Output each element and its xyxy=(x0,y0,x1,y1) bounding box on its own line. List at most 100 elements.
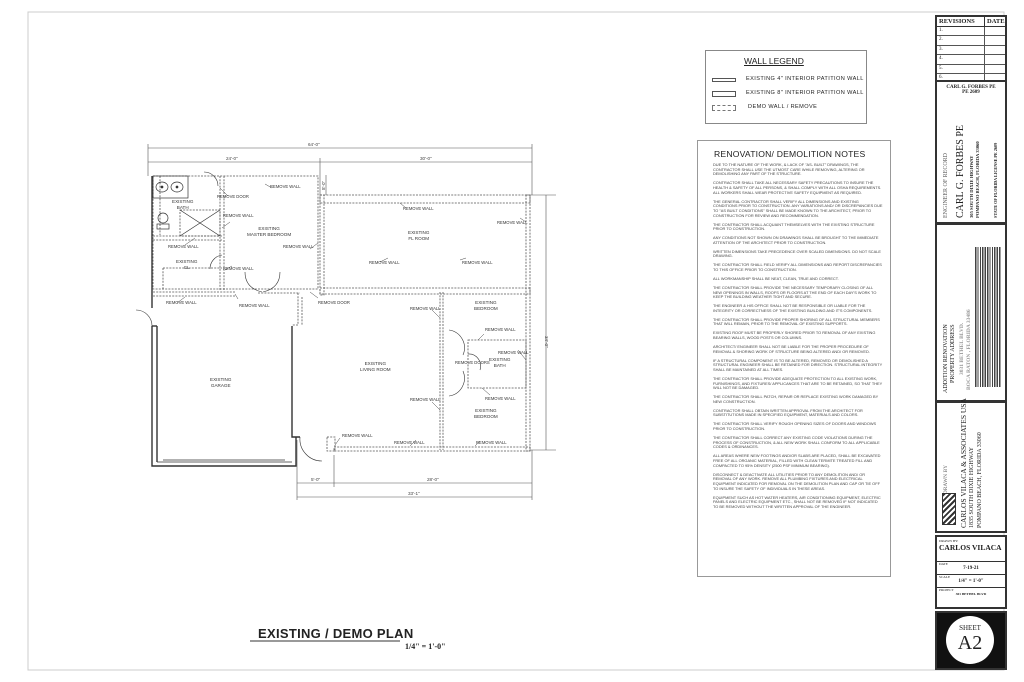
note-item: THE CONTRACTOR SHALL ACQUAINT THEMSELVES… xyxy=(713,221,875,232)
leader-lines xyxy=(176,183,527,447)
remove-wall-note: REMOVE WALL xyxy=(410,397,441,402)
note-item: THE CONTRACTOR SHALL VERIFY ROUGH OPENIN… xyxy=(713,421,877,432)
date-label: DATE xyxy=(939,562,948,566)
legend-item: EXISTING 4" INTERIOR PATITION WALL xyxy=(746,76,864,82)
drawing-title: EXISTING / DEMO PLAN xyxy=(258,626,414,641)
revision-number: 1. xyxy=(937,27,985,36)
remove-wall-note: REMOVE WALL xyxy=(223,213,254,218)
sheet-label: SHEET xyxy=(959,624,981,632)
date-value: 7-19-21 xyxy=(937,566,1005,575)
note-item: DISCONNECT & DEACTIVATE ALL UTILITIES PR… xyxy=(713,471,880,491)
remove-door-note: REMOVE DOOR xyxy=(318,300,350,305)
remove-wall-note: REMOVE WALL xyxy=(476,440,507,445)
remove-wall-note: REMOVE WALL xyxy=(283,244,314,249)
legend-swatch-demo xyxy=(712,105,736,111)
scale-value: 1/4" = 1'-0" xyxy=(937,579,1005,588)
revision-number: 3. xyxy=(937,45,985,55)
engineer-address-2: POMPANO BEACH, FLORIDA 33060 xyxy=(975,141,980,218)
firm-logo xyxy=(942,493,956,525)
remove-door-note: REMOVE DOOR xyxy=(217,194,249,199)
revisions-table: REVISIONS DATE 1.2.3.4.5.6. xyxy=(935,15,1007,84)
notes-title: RENOVATION/ DEMOLITION NOTES xyxy=(714,149,866,159)
firm-address-1: 1835 SOUTH DIXIE HIGHWAY xyxy=(969,447,975,528)
room-label-fl-room: EXISTING FL ROOM xyxy=(408,230,430,241)
legend-item: DEMO WALL / REMOVE xyxy=(748,104,818,110)
drawing-scale: 1/4" = 1'-0" xyxy=(405,642,446,651)
project-field-label: PROJECT xyxy=(939,588,954,592)
revision-number: 2. xyxy=(937,36,985,45)
notes-list: DUE TO THE NATURE OF THE WORK, & LACK OF… xyxy=(713,162,883,514)
note-item: IF A STRUCTURAL COMPONENT IS TO BE ALTER… xyxy=(713,357,883,372)
note-item: ARCHITECT/ ENGINEER SHALL NOT BE LIABLE … xyxy=(713,343,870,354)
remove-wall-note: REMOVE WALL xyxy=(168,244,199,249)
scale-label: SCALE xyxy=(939,575,951,579)
room-label-garage: EXISTING GARAGE xyxy=(210,377,232,388)
revision-row: 4. xyxy=(937,55,1005,65)
revisions-header: REVISIONS xyxy=(937,17,985,26)
room-label-bedroom-1: EXISTING BEDROOM xyxy=(474,300,498,311)
project-fine-print xyxy=(975,247,1001,387)
dim-left-width: 24'-0" xyxy=(226,156,238,161)
engineer-stamp-name: CARL G. FORBES PE xyxy=(946,85,996,90)
revision-number: 4. xyxy=(937,55,985,64)
revision-number: 6. xyxy=(937,73,985,83)
dim-bottom-small: 5'-0" xyxy=(311,477,321,482)
project-field-value: 301 BETHEL BLVD xyxy=(955,592,987,596)
dim-overall-width: 64'-0" xyxy=(308,142,320,147)
engineer-label: ENGINEER OF RECORD xyxy=(943,152,949,218)
note-item: CONTRACTOR SHALL TAKE ALL NECESSARY SAFE… xyxy=(713,180,882,195)
firm-address-2: POMPANO BEACH, FLORIDA 33060 xyxy=(977,432,983,528)
engineer-of-record-block: CARL G. FORBES PE PE 2609 ENGINEER OF RE… xyxy=(935,80,1007,224)
remove-wall-note: REMOVE WALL xyxy=(410,306,441,311)
remove-wall-note: REMOVE WALL xyxy=(497,220,528,225)
note-item: ALL AREAS WHERE NEW FOOTINGS AND/OR SLAB… xyxy=(713,453,881,468)
remove-wall-note: REMOVE WALL xyxy=(394,440,425,445)
plans-drawn-by-block: PLANS DRAWN BY CARLOS VILACA & ASSOCIATE… xyxy=(935,398,1007,533)
note-item: DUE TO THE NATURE OF THE WORK, & LACK OF… xyxy=(713,162,865,177)
remove-wall-note: REMOVE WALL xyxy=(239,303,270,308)
remove-doors-note: REMOVE DOORS xyxy=(455,360,490,365)
note-item: CONTRACTOR SHALL OBTAIN WRITTEN APPROVAL… xyxy=(713,407,863,418)
sheet-number: A2 xyxy=(957,632,983,654)
note-item: THE CONTRACTOR SHALL PROVIDE THE NECESSA… xyxy=(713,284,877,300)
project-address-2: BOCA RATON , FLORIDA 33486 xyxy=(966,309,972,390)
note-item: THE CONTRACTOR SHALL PROVIDE ADEQUATE PR… xyxy=(713,375,883,391)
drawn-by-label: DRAWN BY: xyxy=(939,539,959,543)
legend-title: WALL LEGEND xyxy=(744,56,804,66)
dim-bottom-total: 33'-1" xyxy=(408,491,420,496)
note-item: THE CONTRACTOR SHALL CORRECT ANY EXISTIN… xyxy=(713,434,880,450)
project-address-1: 3031 BETHEL BLVD. xyxy=(959,322,965,375)
note-item: ALL WORKMANSHIP SHALL BE NEAT, CLEAN, TR… xyxy=(713,275,839,281)
drawn-by-name: CARLOS VILACA xyxy=(937,543,1005,562)
project-title: ADDITION RENOVATION xyxy=(943,324,949,393)
wall-legend: WALL LEGEND EXISTING 4" INTERIOR PATITIO… xyxy=(705,50,867,124)
date-header: DATE xyxy=(987,18,1005,25)
room-label-bath-2: EXISTING BATH xyxy=(489,357,511,368)
engineer-stamp-number: PE 2609 xyxy=(962,90,980,95)
fixtures xyxy=(152,175,221,237)
note-item: THE CONTRACTOR SHALL PATCH, REPAIR OR RE… xyxy=(713,394,879,404)
engineer-name: CARL G. FORBES PE xyxy=(955,125,966,218)
engineer-address-1: 305 SOUTH DIXIE HIGHWAY xyxy=(969,155,974,219)
project-address-block: ADDITION RENOVATION PROPERTY ADDRESS 303… xyxy=(935,223,1007,402)
note-item: ANY CONDITIONS NOT SHOWN ON DRAWINGS SHA… xyxy=(713,235,879,245)
legend-item: EXISTING 8" INTERIOR PATITION WALL xyxy=(746,90,864,96)
remove-wall-note: REMOVE WALL xyxy=(485,396,516,401)
remove-wall-note: REMOVE WALL xyxy=(462,260,493,265)
project-address-label: PROPERTY ADDRESS xyxy=(950,324,956,383)
room-label-living-room: EXISTING LIVING ROOM xyxy=(360,361,391,372)
note-item: THE CONTRACTOR SHALL PROVIDE PROPER SHOR… xyxy=(713,316,880,327)
remove-wall-note: REMOVE WALL xyxy=(498,350,529,355)
remove-wall-note: REMOVE WALL xyxy=(485,327,516,332)
dimension-lines xyxy=(147,144,556,500)
note-item: THE CONTRACTOR SHALL FIELD VERIFY ALL DI… xyxy=(713,262,882,273)
note-item: EXISTING ROOF MUST BE PROPERLY SHORED PR… xyxy=(713,330,876,341)
demolition-notes: RENOVATION/ DEMOLITION NOTES DUE TO THE … xyxy=(697,140,891,577)
remove-wall-note: REMOVE WALL xyxy=(270,184,301,189)
engineer-license: STATE OF FLORIDA LICENSE PE 2609 xyxy=(993,142,998,218)
drawing-info-block: DRAWN BY: CARLOS VILACA DATE 7-19-21 SCA… xyxy=(935,535,1007,609)
revision-row: 2. xyxy=(937,36,1005,46)
firm-name: CARLOS VILACA & ASSOCIATES USA xyxy=(959,398,968,528)
remove-wall-note: REMOVE WALL xyxy=(403,206,434,211)
note-item: WRITTEN DIMENSIONS TAKE PRECEDENCE OVER … xyxy=(713,248,881,259)
